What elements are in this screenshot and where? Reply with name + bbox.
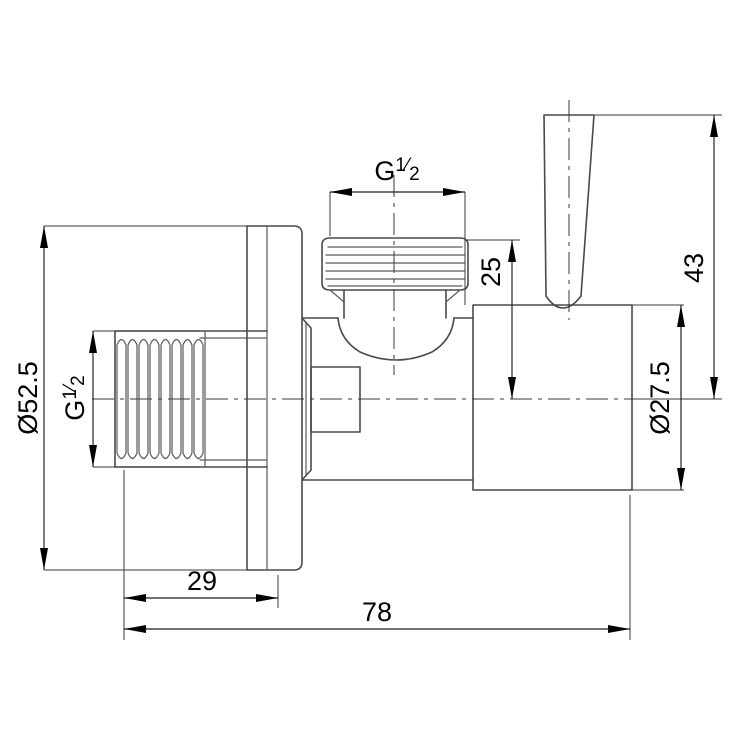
dim-label-overall-length: 78 bbox=[362, 597, 392, 627]
dim-label-outlet-thread: G1⁄2 bbox=[374, 155, 419, 186]
dim-outlet-thread: G1⁄2 bbox=[329, 155, 466, 305]
dim-inlet-thread: G1⁄2 bbox=[60, 330, 200, 468]
outlet-thread-lines bbox=[325, 246, 465, 287]
dim-label-body-diameter: Ø27.5 bbox=[645, 361, 675, 435]
dim-handle-height: 43 bbox=[594, 114, 722, 400]
hex-nut bbox=[310, 366, 361, 433]
dim-outlet-height: 25 bbox=[465, 239, 520, 399]
outlet-thread-body bbox=[321, 237, 469, 319]
dim-flange-diameter: Ø52.5 bbox=[13, 225, 250, 571]
handle-lever bbox=[543, 114, 595, 309]
dim-label-flange-diameter: Ø52.5 bbox=[13, 361, 43, 435]
dim-label-handle-height: 43 bbox=[679, 253, 709, 283]
dim-label-outlet-height: 25 bbox=[476, 257, 506, 287]
center-lines bbox=[92, 100, 660, 400]
dim-body-diameter: Ø27.5 bbox=[632, 304, 685, 491]
dim-label-inlet-thread: G1⁄2 bbox=[60, 375, 90, 420]
valve-body bbox=[301, 317, 474, 481]
wall-flange bbox=[246, 225, 303, 571]
outlet-body-block bbox=[472, 304, 633, 491]
dim-overall-length: 78 bbox=[123, 495, 631, 640]
dim-label-inlet-length: 29 bbox=[187, 566, 217, 596]
dim-inlet-length: 29 bbox=[123, 470, 279, 608]
